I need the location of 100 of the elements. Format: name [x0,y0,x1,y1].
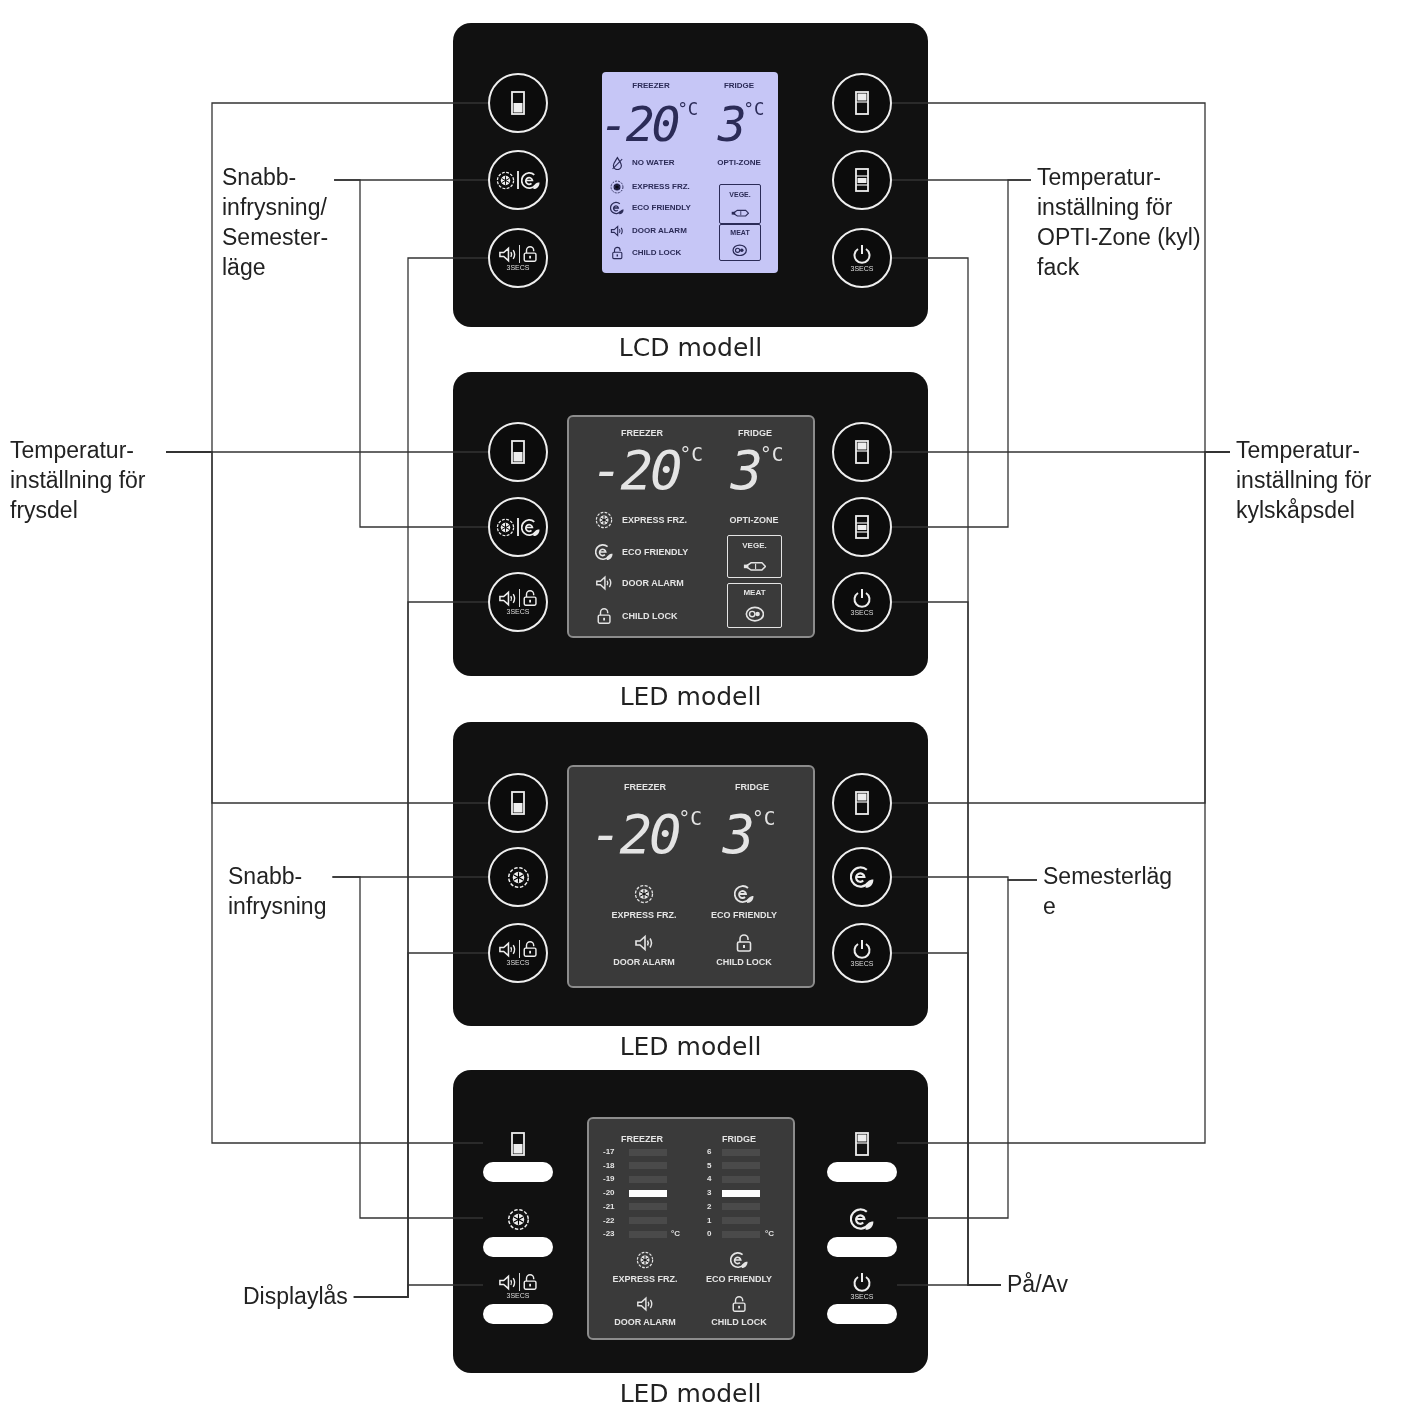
display-label: EXPRESS FRZ. [611,910,677,920]
leader-line [891,179,1032,528]
display-label: DOOR ALARM [614,1317,676,1327]
control-button [832,923,892,983]
display-label: -21 [603,1202,615,1211]
temperature-readout: -20$^{°C}$ [599,100,699,148]
display-label: FREEZER [621,428,663,438]
display-label: FRIDGE [723,82,755,90]
control-button [832,73,892,133]
leader-line [331,876,484,1219]
display-label: FREEZER [624,782,666,792]
display-label: MEAT [743,588,766,597]
display-label: CHILD LOCK [622,611,678,621]
display-label: 3 [707,1189,712,1198]
display-label: °C [765,1230,774,1238]
control-panel [453,372,928,676]
callout-label: Temperatur- inställning för kylskåpsdel [1236,436,1412,526]
zone-indicator-box [727,583,782,628]
zone-indicator-box [719,224,761,261]
leader-line [165,451,484,1144]
callout-label: Snabb- infrysning/ Semester- läge [222,163,329,283]
display-label: FRIDGE [738,428,772,438]
led-display [587,1117,795,1340]
control-button [488,422,548,482]
display-label: DOOR ALARM [622,578,684,588]
display-label: FREEZER [632,82,670,90]
display-label: EXPRESS FRZ. [612,1274,678,1284]
led-display [567,415,815,638]
control-button [832,497,892,557]
control-button [488,73,548,133]
panel-caption: LED modell [618,1379,763,1408]
control-button [832,572,892,632]
control-panel [453,722,928,1026]
callout-label: På/Av [1007,1270,1068,1300]
callout-label: Temperatur- inställning för OPTI-Zone (kyl) fack [1037,163,1202,283]
control-button [488,847,548,907]
display-label: -18 [603,1161,615,1170]
display-label: DOOR ALARM [613,957,675,967]
display-label: ECO FRIENDLY [622,547,689,557]
callout-label: Snabb- infrysning [228,862,327,922]
display-label: 5 [707,1161,712,1170]
zone-indicator-box [719,184,761,224]
leader-line [896,879,1038,1219]
leader-line [896,1284,1002,1286]
display-label: -17 [603,1148,615,1156]
display-label: 2 [707,1202,712,1211]
panel-caption: LED modell [618,682,763,711]
control-button [832,228,892,288]
led-display [567,765,815,988]
display-label: FRIDGE [722,1134,756,1144]
display-label: -19 [603,1175,615,1184]
panel-caption: LCD modell [617,333,764,362]
display-label: -22 [603,1216,615,1225]
zone-indicator-box [727,535,782,578]
display-label: OPTI-ZONE [729,515,779,525]
control-button [488,228,548,288]
control-button [488,773,548,833]
temperature-readout: 3$^{°C}$ [730,444,784,498]
display-label: 4 [707,1175,712,1184]
display-label: NO WATER [632,159,675,167]
display-label: DOOR ALARM [632,227,687,235]
display-label: CHILD LOCK [711,1317,767,1327]
display-label: EXPRESS FRZ. [632,183,690,191]
display-label: ECO FRIENDLY [705,1274,773,1284]
display-label: °C [671,1230,680,1238]
temperature-readout: 3$^{°C}$ [722,808,776,862]
display-label: FREEZER [621,1134,663,1144]
callout-label: Displaylås [243,1282,348,1312]
display-label: 0 [707,1230,712,1239]
display-label: CHILD LOCK [716,957,772,967]
temperature-readout: 3$^{°C}$ [717,100,765,148]
display-label: -20 [603,1189,615,1198]
leader-line [353,1284,484,1298]
display-label: VEGE. [742,541,767,550]
temperature-readout: -20$^{°C}$ [591,444,703,498]
panel-caption: LED modell [618,1032,763,1061]
display-label: OPTI-ZONE [717,159,761,167]
display-label: CHILD LOCK [632,249,682,257]
display-label: 1 [707,1216,712,1225]
callout-label: Semesterläg e [1043,862,1173,922]
control-button [832,773,892,833]
display-label: EXPRESS FRZ. [622,515,687,525]
control-panel [453,1070,928,1373]
control-button [832,150,892,210]
lcd-display [602,72,778,273]
callout-label: Temperatur- inställning för frysdel [10,436,160,526]
control-panel [453,23,928,327]
control-button [488,150,548,210]
control-button [832,847,892,907]
control-button [832,422,892,482]
display-label: ECO FRIENDLY [632,204,691,212]
control-button [488,497,548,557]
display-label: 6 [707,1148,712,1156]
display-label: ECO FRIENDLY [710,910,778,920]
display-label: -23 [603,1230,615,1239]
display-label: FRIDGE [735,782,769,792]
leader-line [333,179,489,528]
control-button [488,923,548,983]
temperature-readout: -20$^{°C}$ [590,808,702,862]
control-button [488,572,548,632]
